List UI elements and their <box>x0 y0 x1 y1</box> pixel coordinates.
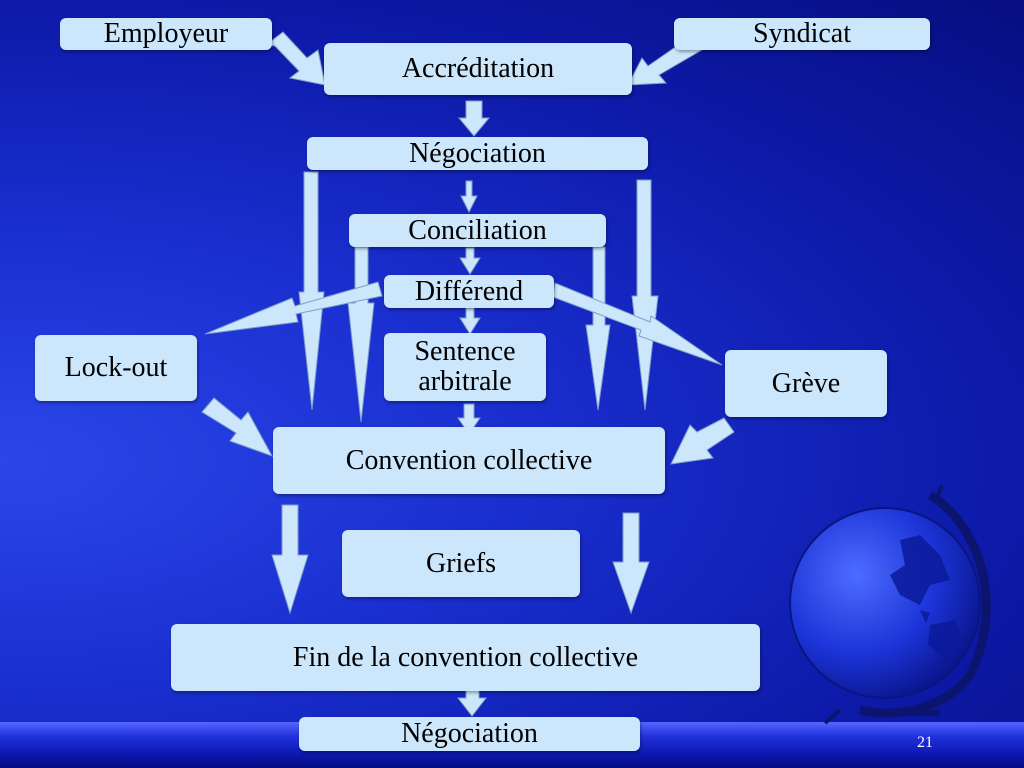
arrow-conciliation-convention-right <box>585 246 611 411</box>
arrow-lockout-convention <box>201 397 274 457</box>
arrow-accreditation-negociation <box>457 100 491 137</box>
sentence-line-2: arbitrale <box>418 366 512 397</box>
box-negociation-bottom: Négociation <box>299 717 640 751</box>
arrow-convention-fin-left <box>271 504 309 615</box>
arrow-conciliation-convention-left <box>347 246 375 423</box>
arrow-negociation-convention-left <box>298 171 325 411</box>
box-syndicat: Syndicat <box>674 18 930 50</box>
box-greve: Grève <box>725 350 887 417</box>
arrow-differend-lockout <box>204 281 383 335</box>
box-employeur: Employeur <box>60 18 272 50</box>
box-convention-collective: Convention collective <box>273 427 665 494</box>
box-griefs: Griefs <box>342 530 580 597</box>
box-negociation-top: Négociation <box>307 137 648 170</box>
arrow-differend-greve <box>552 282 723 366</box>
box-accreditation: Accréditation <box>324 43 632 95</box>
arrow-negociation-conciliation <box>460 180 478 214</box>
arrow-differend-sentence <box>459 307 481 335</box>
arrow-sentence-convention <box>457 403 481 435</box>
box-differend: Différend <box>384 275 554 308</box>
box-lockout: Lock-out <box>35 335 197 401</box>
arrow-negociation-convention-right <box>631 179 659 411</box>
arrow-conciliation-differend <box>459 247 481 275</box>
arrow-employeur-accreditation <box>264 31 326 86</box>
arrow-greve-convention <box>670 417 735 465</box>
page-number: 21 <box>917 734 933 751</box>
sentence-line-1: Sentence <box>414 336 516 367</box>
box-conciliation: Conciliation <box>349 214 606 247</box>
arrow-convention-fin-right <box>612 512 650 615</box>
globe-icon <box>789 485 991 725</box>
box-sentence-arbitrale: Sentence arbitrale <box>384 333 546 401</box>
box-fin-convention: Fin de la convention collective <box>171 624 760 691</box>
